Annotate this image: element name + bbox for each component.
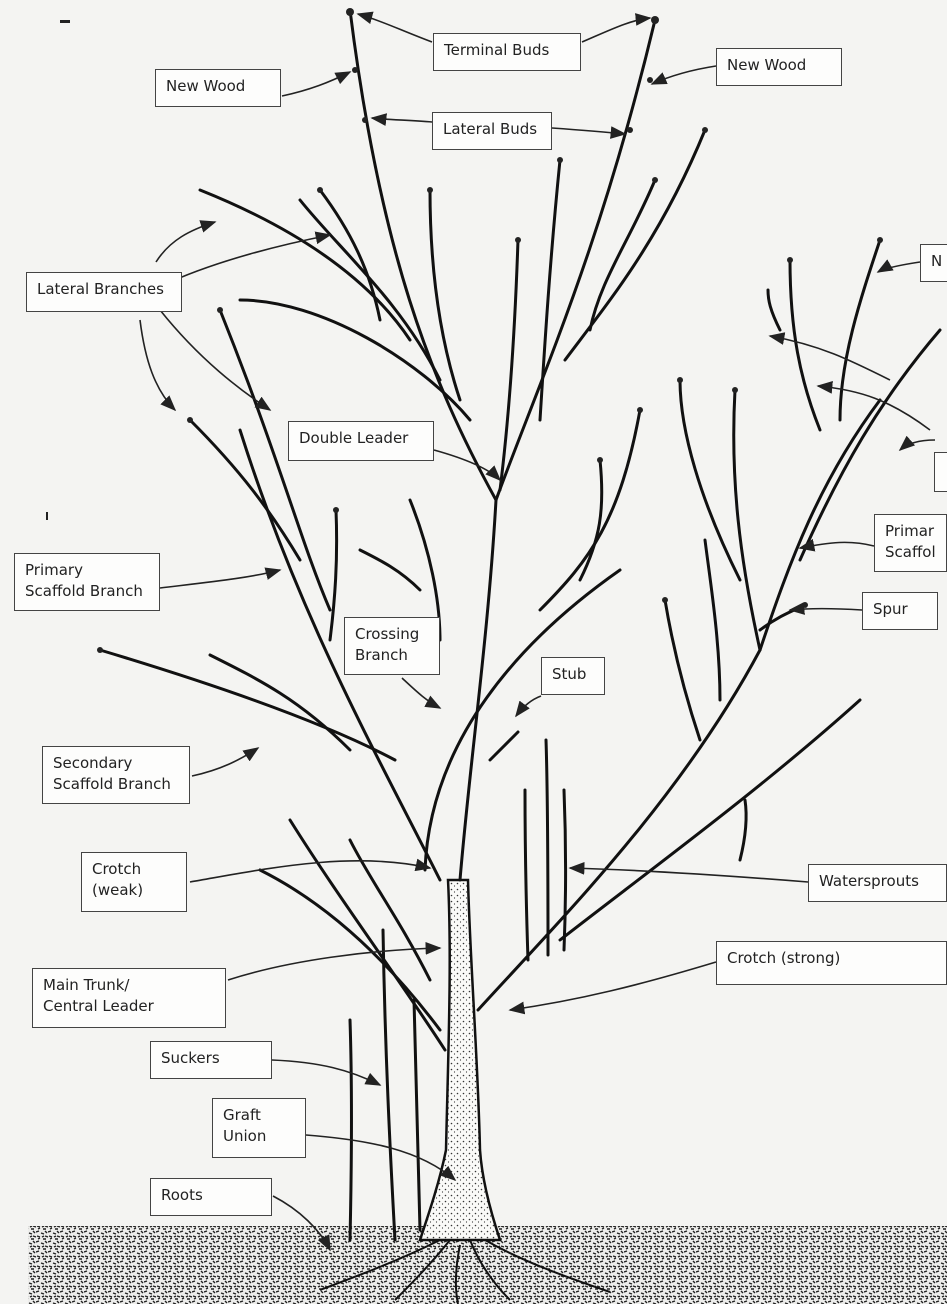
label-terminal-buds: Terminal Buds (433, 33, 581, 71)
label-new-wood-right: New Wood (716, 48, 842, 86)
leader-right (496, 20, 655, 500)
label-new-wood-left: New Wood (155, 69, 281, 107)
crossing-branch (425, 570, 620, 870)
label-lateral-buds: Lateral Buds (432, 112, 552, 150)
label-roots: Roots (150, 1178, 272, 1216)
label-far-right-blank (934, 452, 947, 492)
label-graft-union: Graft Union (212, 1098, 306, 1158)
label-secondary-scaffold: Secondary Scaffold Branch (42, 746, 190, 804)
stub (490, 732, 518, 760)
label-lateral-branches: Lateral Branches (26, 272, 182, 312)
label-suckers: Suckers (150, 1041, 272, 1079)
label-primary-scaffold-right: Primar Scaffol (874, 514, 947, 572)
scan-mark-2 (46, 512, 48, 520)
label-double-leader: Double Leader (288, 421, 434, 461)
label-crotch-weak: Crotch (weak) (81, 852, 187, 912)
main-trunk (420, 880, 500, 1240)
label-stub: Stub (541, 657, 605, 695)
watersprouts (525, 790, 528, 960)
scan-mark (60, 20, 70, 23)
label-crossing-branch: Crossing Branch (344, 617, 440, 675)
suckers (350, 1020, 352, 1240)
label-new-wood-far-right: N (920, 244, 947, 282)
label-watersprouts: Watersprouts (808, 864, 947, 902)
label-spur: Spur (862, 592, 938, 630)
label-main-trunk: Main Trunk/ Central Leader (32, 968, 226, 1028)
label-primary-scaffold-left: Primary Scaffold Branch (14, 553, 160, 611)
label-crotch-strong: Crotch (strong) (716, 941, 947, 985)
